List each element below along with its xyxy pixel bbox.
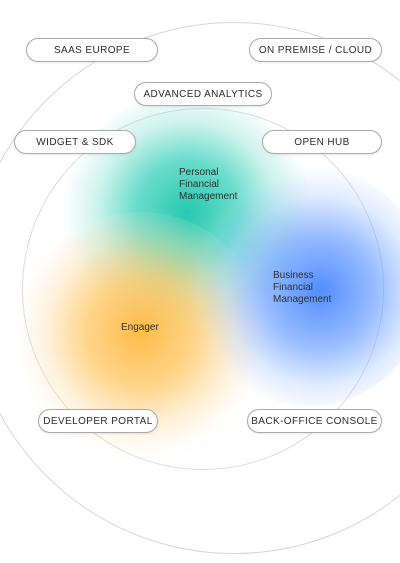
engager-label: Engager [121, 322, 159, 334]
advanced-analytics-pill[interactable]: ADVANCED ANALYTICS [134, 82, 272, 106]
pfm-label-line: Management [179, 191, 238, 202]
widget-sdk-pill[interactable]: WIDGET & SDK [14, 130, 136, 154]
pfm-label-line: Financial [179, 179, 220, 190]
saas-europe-pill[interactable]: SAAS EUROPE [26, 38, 158, 62]
back-office-console-pill[interactable]: BACK-OFFICE CONSOLE [247, 409, 382, 433]
bfm-label-line: Financial [273, 282, 314, 293]
bfm-label-line: Management [273, 294, 332, 305]
developer-portal-pill[interactable]: DEVELOPER PORTAL [38, 409, 158, 433]
bfm-label: Business Financial Management [273, 270, 331, 306]
open-hub-pill[interactable]: OPEN HUB [262, 130, 382, 154]
on-premise-cloud-pill[interactable]: ON PREMISE / CLOUD [249, 38, 382, 62]
pfm-label-line: Personal [179, 167, 219, 178]
bfm-label-line: Business [273, 270, 314, 281]
engager-label-line: Engager [121, 322, 159, 333]
bfm-blob [188, 166, 400, 406]
pfm-label: Personal Financial Management [179, 167, 237, 203]
